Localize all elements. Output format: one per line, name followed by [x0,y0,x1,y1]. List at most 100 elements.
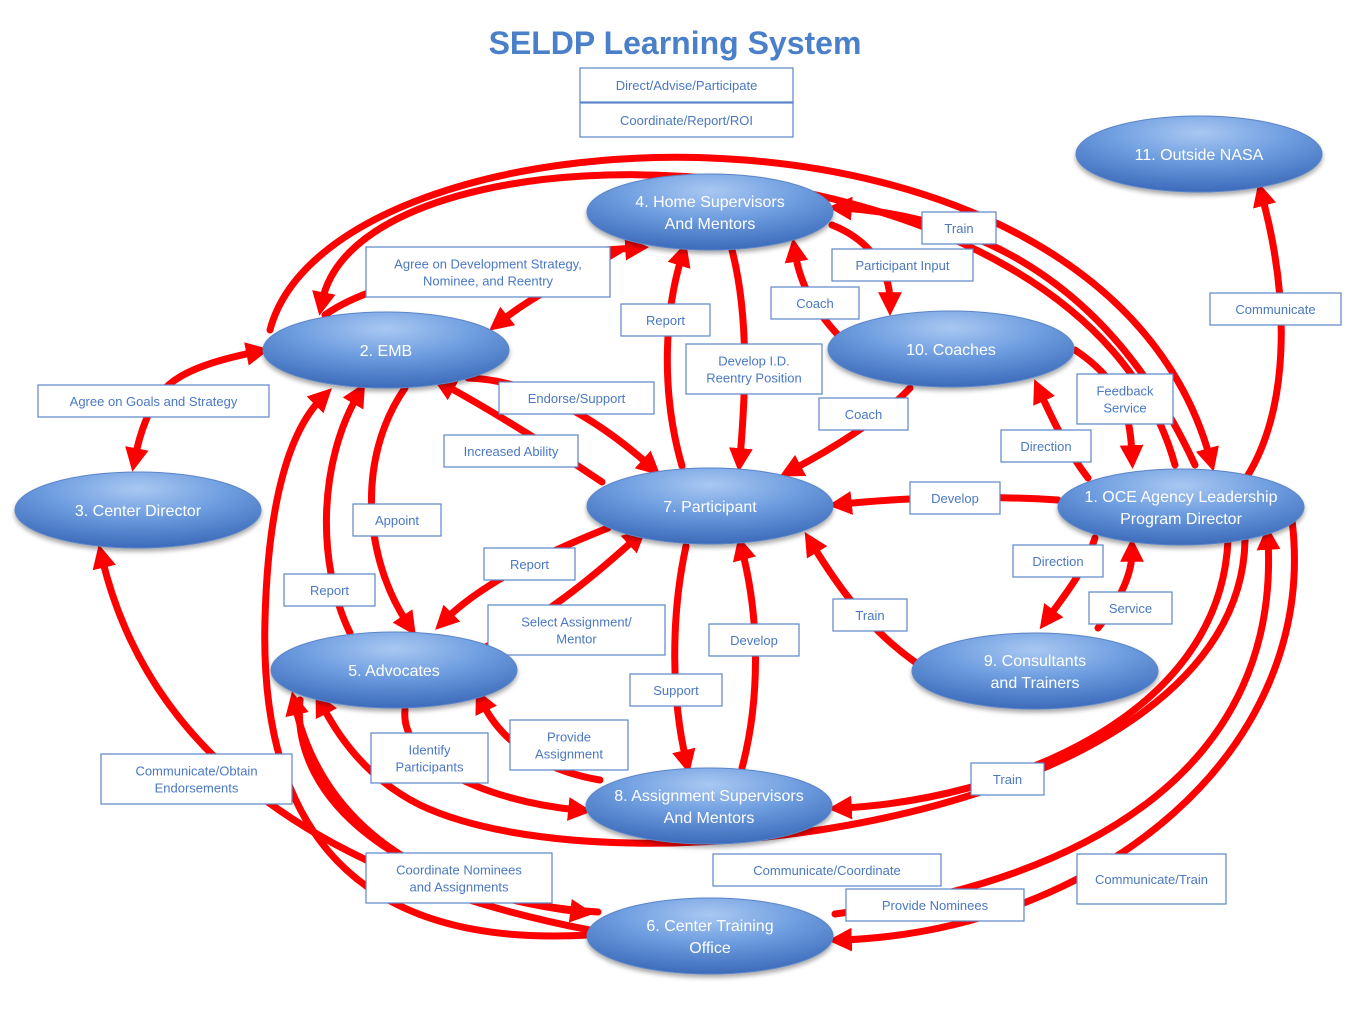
edge-label-develop-i-d-reentry-position: Develop I.D.Reentry Position [685,343,823,395]
edge-label-communicate-coordinate: Communicate/Coordinate [712,853,942,887]
edge-label-text: Agree on Development Strategy, [394,257,582,272]
arrow-n7-to-n4 [663,242,691,470]
edge-label-communicate: Communicate [1209,292,1342,326]
node-10-coaches: 10. Coaches [827,310,1075,388]
edge-label-text: Communicate [1235,302,1315,317]
edge-label-box [37,384,270,418]
edge-label-text: Report [310,583,349,598]
edge-label-box [620,303,711,337]
node-label: 1. OCE Agency Leadership [1084,489,1277,506]
edge-label-box [579,67,794,103]
node-label: Office [689,940,731,957]
edge-label-appoint: Appoint [352,503,442,537]
edge-label-box [100,753,293,805]
edge-label-box [509,719,629,771]
edge-label-endorse-support: Endorse/Support [498,381,655,415]
edge-label-box [579,102,794,138]
node-ellipse [270,631,518,709]
edge-label-text: Coordinate Nominees [396,863,522,878]
arrow-n1-to-n5 [315,536,1249,847]
edge-label-report: Report [483,547,576,581]
arrow-n1-to-n6 [828,516,1298,952]
edge-label-communicate-train: Communicate/Train [1076,853,1227,905]
edge-label-box [1209,292,1342,326]
edge-label-direction: Direction [1012,544,1104,578]
node-label: 8. Assignment Supervisors [614,788,803,805]
node-ellipse [586,897,834,975]
edge-label-box [1000,429,1092,463]
edge-label-coach: Coach [818,397,909,431]
edge-label-box [1088,591,1173,625]
edge-label-box [487,604,666,656]
edge-label-text: Endorsements [155,781,239,796]
edge-label-text: Increased Ability [464,444,559,459]
node-3-center-director: 3. Center Director [14,471,262,549]
arrow-n6-to-n2 [261,388,592,940]
edge-label-train: Train [970,762,1045,796]
edge-label-train: Train [921,211,997,245]
node-label: Program Director [1120,511,1242,528]
edge-label-text: Service [1109,601,1152,616]
edge-label-box [498,381,655,415]
node-label: and Trainers [991,675,1080,692]
edge-label-report: Report [283,573,376,607]
edge-label-text: Participant Input [856,258,950,273]
edge-label-text: Direction [1020,439,1071,454]
node-ellipse [585,767,833,845]
arrow-n1-to-n11 [1241,182,1285,484]
edge-label-box [818,397,909,431]
arrow-n7-to-n2 [432,378,606,486]
edge-label-provide-nominees: Provide Nominees [845,888,1025,922]
edge-label-box [443,434,579,468]
edge-label-box [845,888,1025,922]
edge-label-box [1076,853,1227,905]
node-ellipse [14,471,262,549]
edge-label-text: Nominee, and Reentry [423,274,554,289]
edge-label-text: Communicate/Train [1095,872,1208,887]
edge-label-text: Endorse/Support [528,391,626,406]
node-label: And Mentors [665,216,756,233]
edge-label-box [1076,373,1174,425]
label-layer: Direct/Advise/ParticipateCoordinate/Repo… [37,67,1342,922]
arrow-n8-to-n7 [732,536,759,772]
edge-label-text: Provide [547,730,591,745]
edge-label-box [629,673,723,707]
node-ellipse [1057,468,1305,546]
edge-label-text: Coach [796,296,834,311]
edge-label-text: Communicate/Coordinate [753,863,900,878]
edge-label-text: Mentor [556,632,597,647]
edge-label-text: Agree on Goals and Strategy [70,394,238,409]
edge-label-text: Develop [931,491,979,506]
node-ellipse [262,311,510,389]
edge-label-box [483,547,576,581]
node-label: 4. Home Supervisors [635,194,784,211]
edge-label-text: Communicate/Obtain [135,764,257,779]
edge-label-coach: Coach [770,286,860,320]
edge-label-text: Coordinate/Report/ROI [620,113,753,128]
edge-label-box [970,762,1045,796]
edge-label-box [365,852,553,904]
edge-label-box [712,853,942,887]
edge-label-direct-advise-participate: Direct/Advise/Participate [579,67,794,103]
edge-label-box [831,248,974,282]
node-11-outside-nasa: 11. Outside NASA [1075,115,1323,193]
edge-label-box [352,503,442,537]
edge-label-agree-on-development-strategy-nominee-and-reentry: Agree on Development Strategy, Nominee, a… [365,246,611,298]
edge-label-text: Train [993,772,1022,787]
arrow-n7-to-n8 [671,542,696,774]
node-2-emb: 2. EMB [262,311,510,389]
edge-label-develop: Develop [909,481,1001,515]
edge-label-service: Service [1088,591,1173,625]
node-label: 10. Coaches [906,342,996,359]
node-label: 3. Center Director [75,503,202,520]
node-ellipse [827,310,1075,388]
node-7-participant: 7. Participant [586,467,834,545]
edge-label-text: Appoint [375,513,419,528]
